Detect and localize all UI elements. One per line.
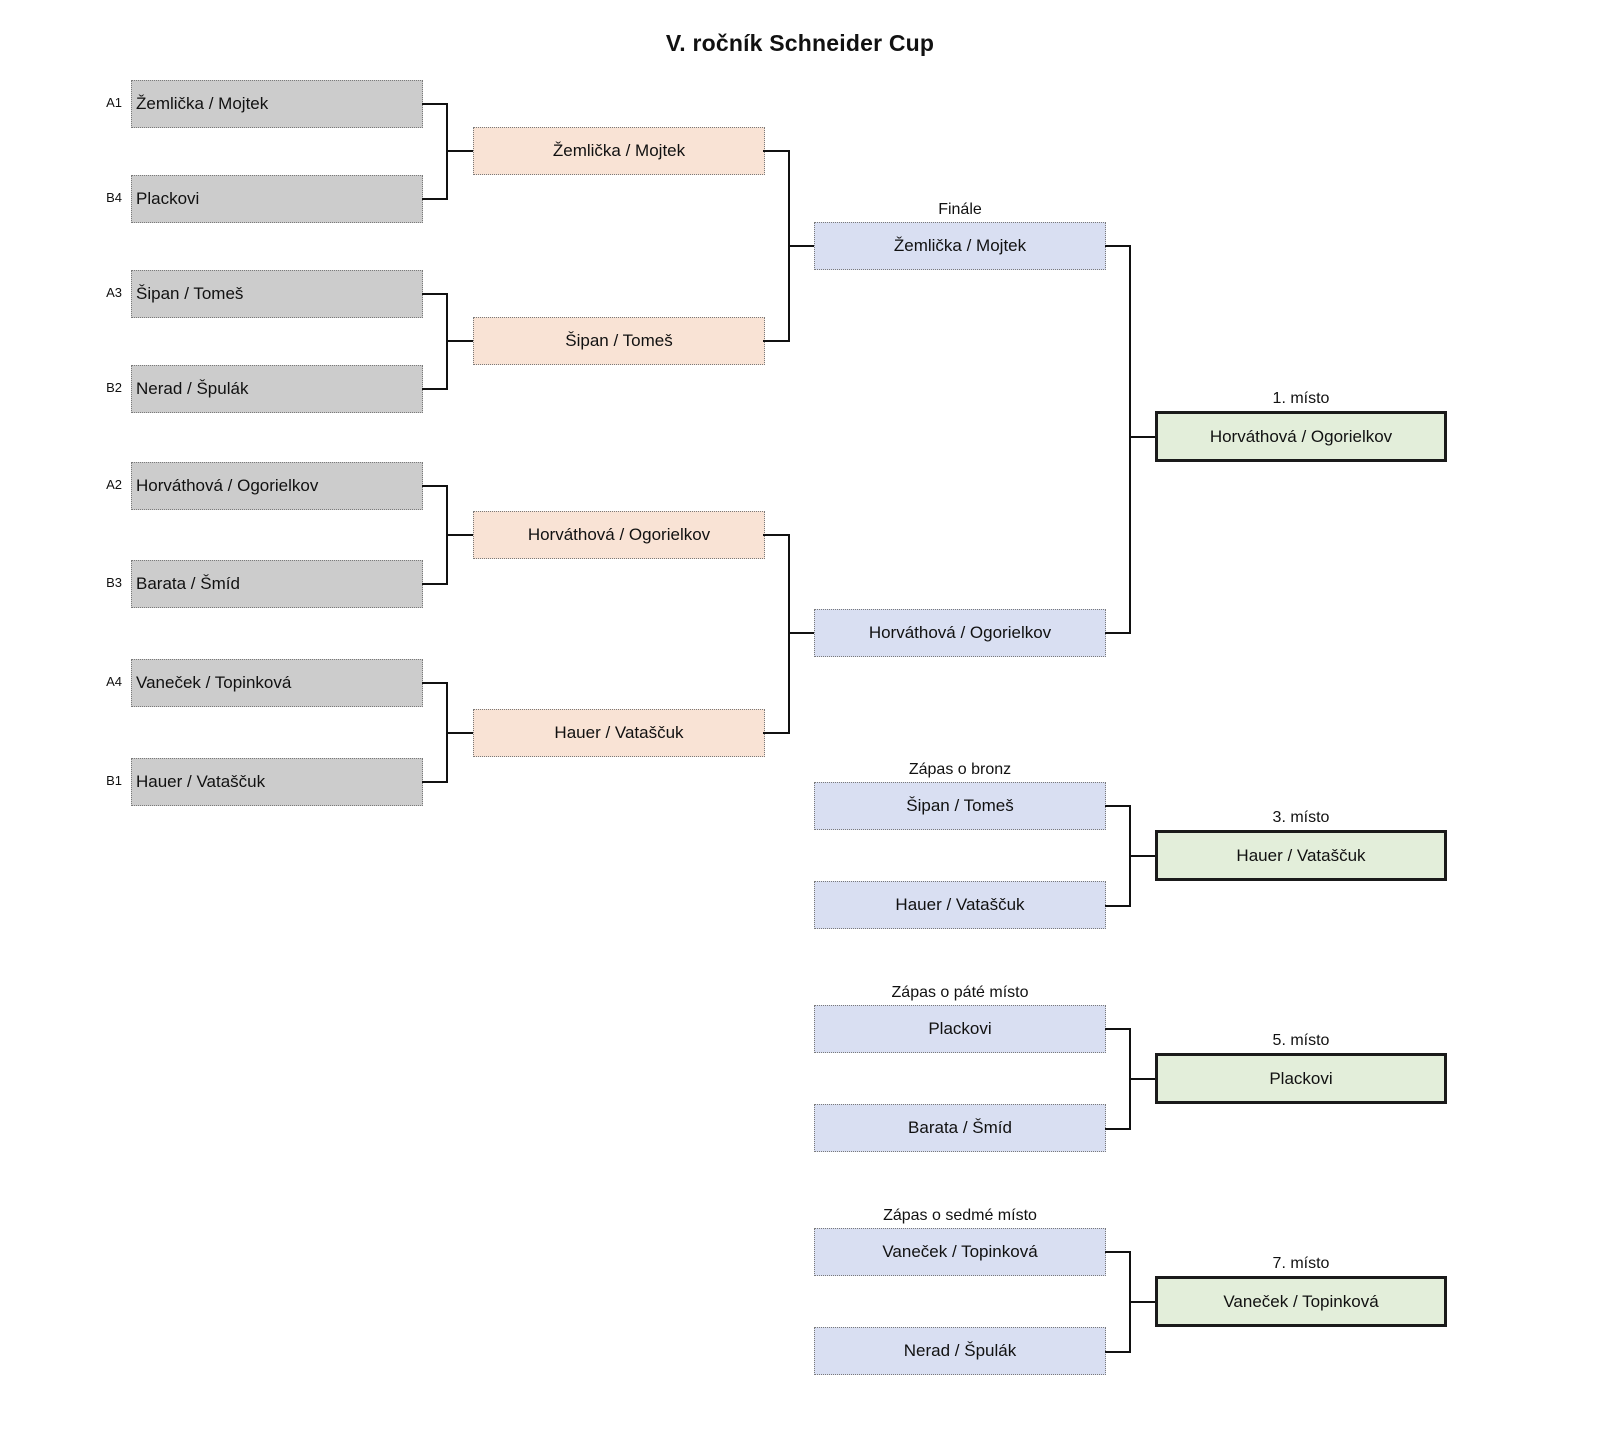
fifth-place-team-box: Plackovi (814, 1005, 1106, 1053)
connector-line (1105, 805, 1131, 807)
connector-line (1105, 1028, 1131, 1030)
connector-line (422, 388, 448, 390)
semifinal-team-box: Šipan / Tomeš (473, 317, 765, 365)
final-caption: Finále (938, 201, 982, 218)
seventh-place-box: Vaneček / Topinková (1155, 1276, 1447, 1327)
fifth-place-match-caption: Zápas o páté místo (891, 984, 1029, 1001)
round1-team-box: Žemlička / Mojtek (131, 80, 423, 128)
connector-line (1105, 1251, 1131, 1253)
seventh-place-caption: 7. místo (1272, 1255, 1330, 1272)
connector-line (422, 682, 448, 684)
semifinal-team-box: Horváthová / Ogorielkov (473, 511, 765, 559)
seed-label: B2 (106, 380, 122, 395)
round1-team-box: Nerad / Špulák (131, 365, 423, 413)
round1-team-box: Vaneček / Topinková (131, 659, 423, 707)
round1-team-box: Hauer / Vataščuk (131, 758, 423, 806)
seed-label: A4 (106, 674, 122, 689)
seventh-place-match-caption: Zápas o sedmé místo (883, 1207, 1037, 1224)
connector-line (1105, 1351, 1131, 1353)
round1-team-box: Barata / Šmíd (131, 560, 423, 608)
connector-line (422, 583, 448, 585)
seed-label: B4 (106, 190, 122, 205)
seed-label: B3 (106, 575, 122, 590)
fifth-place-box: Plackovi (1155, 1053, 1447, 1104)
seed-label: A2 (106, 477, 122, 492)
connector-line (422, 485, 448, 487)
first-place-box: Horváthová / Ogorielkov (1155, 411, 1447, 462)
round1-team-box: Plackovi (131, 175, 423, 223)
first-place-caption: 1. místo (1272, 390, 1330, 407)
connector-line (446, 732, 473, 734)
bronze-team-box: Šipan / Tomeš (814, 782, 1106, 830)
bronze-team-box: Hauer / Vataščuk (814, 881, 1106, 929)
semifinal-team-box: Hauer / Vataščuk (473, 709, 765, 757)
connector-line (422, 293, 448, 295)
seventh-place-team-box: Vaneček / Topinková (814, 1228, 1106, 1276)
connector-line (422, 103, 448, 105)
connector-line (763, 340, 789, 342)
connector-line (1129, 245, 1131, 634)
seventh-place-team-box: Nerad / Špulák (814, 1327, 1106, 1375)
semifinal-team-box: Žemlička / Mojtek (473, 127, 765, 175)
fifth-place-team-box: Barata / Šmíd (814, 1104, 1106, 1152)
third-place-caption: 3. místo (1272, 809, 1330, 826)
connector-line (1105, 632, 1131, 634)
connector-line (1129, 436, 1155, 438)
bronze-match-caption: Zápas o bronz (908, 761, 1012, 778)
round1-team-box: Šipan / Tomeš (131, 270, 423, 318)
connector-line (1129, 855, 1155, 857)
connector-line (446, 150, 473, 152)
connector-line (1105, 245, 1131, 247)
connector-line (1129, 1078, 1155, 1080)
round1-team-box: Horváthová / Ogorielkov (131, 462, 423, 510)
bracket-title: V. ročník Schneider Cup (665, 30, 935, 56)
seed-label: B1 (106, 773, 122, 788)
final-team-box: Horváthová / Ogorielkov (814, 609, 1106, 657)
fifth-place-caption: 5. místo (1272, 1032, 1330, 1049)
connector-line (422, 781, 448, 783)
connector-line (1105, 905, 1131, 907)
connector-line (446, 340, 473, 342)
connector-line (763, 150, 789, 152)
connector-line (788, 245, 814, 247)
seed-label: A1 (106, 95, 122, 110)
connector-line (788, 534, 790, 734)
connector-line (1129, 1301, 1155, 1303)
connector-line (763, 732, 789, 734)
seed-label: A3 (106, 285, 122, 300)
connector-line (763, 534, 789, 536)
connector-line (446, 534, 473, 536)
connector-line (788, 632, 814, 634)
final-team-box: Žemlička / Mojtek (814, 222, 1106, 270)
connector-line (1105, 1128, 1131, 1130)
connector-line (422, 198, 448, 200)
third-place-box: Hauer / Vataščuk (1155, 830, 1447, 881)
